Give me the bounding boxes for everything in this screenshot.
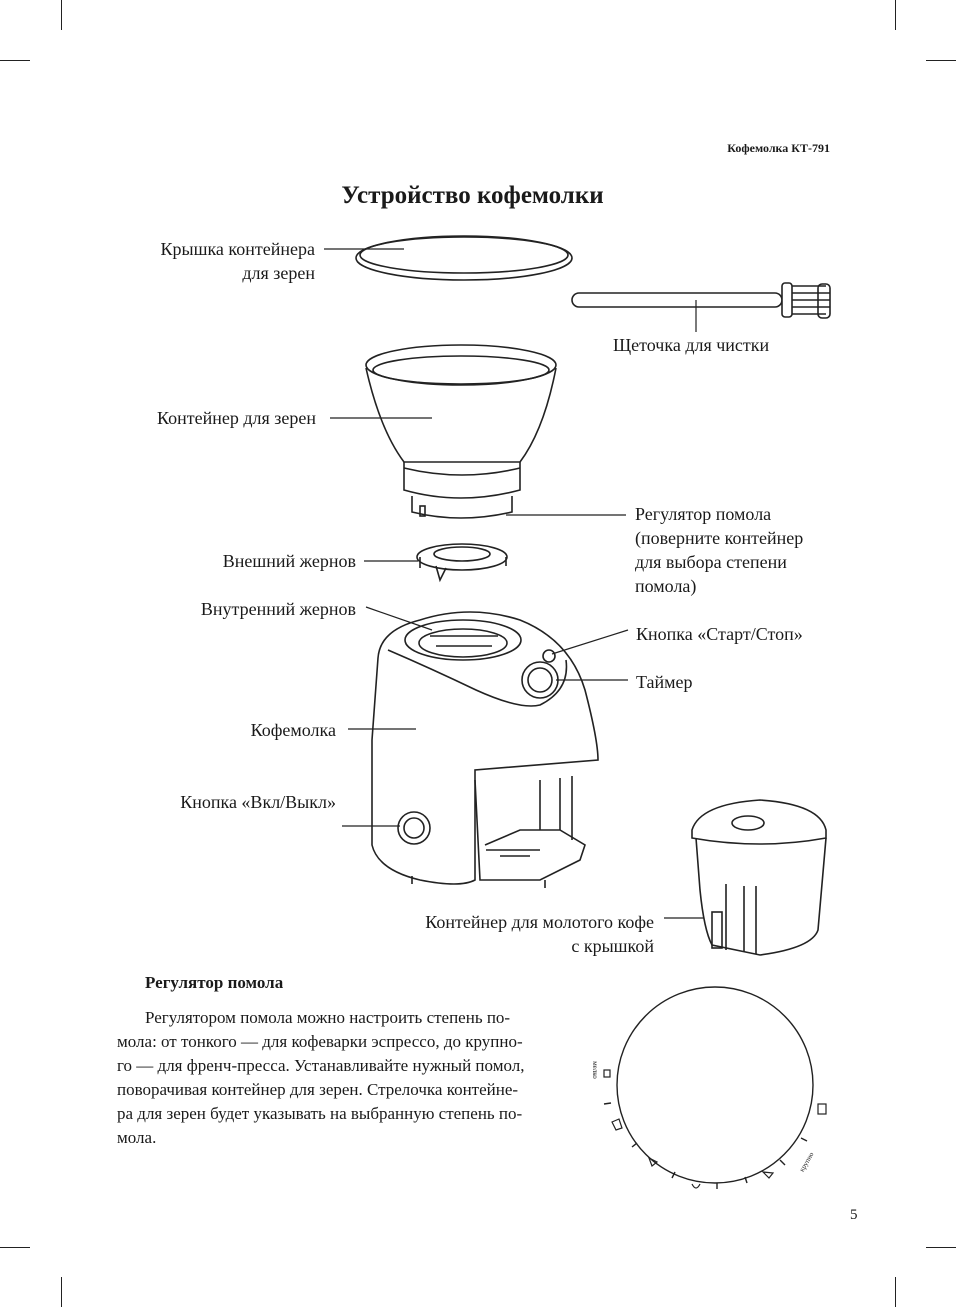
grind-dial-illustration (603, 986, 827, 1189)
label-inner-burr: Внутренний жернов (200, 599, 356, 619)
crop-mark (926, 60, 956, 61)
page-number: 5 (850, 1207, 858, 1223)
lid-illustration (355, 235, 573, 281)
label-lid: Крышка контейнера для зерен (160, 239, 316, 283)
label-bean-container: Контейнер для зерен (157, 408, 316, 428)
section-heading: Регулятор помола (145, 973, 284, 992)
label-grind-regulator: Регулятор помола (поверните контейнер дл… (635, 504, 804, 596)
section-paragraph: Регулятором помола можно настроить степе… (117, 1008, 525, 1147)
ground-container-illustration (691, 799, 827, 956)
leader-lines (324, 248, 704, 919)
crop-mark (0, 1247, 30, 1248)
crop-mark (895, 0, 896, 30)
label-start-stop: Кнопка «Старт/Стоп» (636, 624, 803, 644)
bean-container-illustration (365, 344, 557, 519)
crop-mark (0, 60, 30, 61)
crop-mark (926, 1247, 956, 1248)
label-grinder: Кофемолка (250, 720, 336, 740)
brush-illustration (571, 282, 831, 319)
grinder-body-illustration (371, 611, 599, 888)
label-power-button: Кнопка «Вкл/Выкл» (180, 792, 336, 812)
crop-mark (61, 0, 62, 30)
label-outer-burr: Внешний жернов (222, 551, 356, 571)
dial-fine-label: мелко (590, 1061, 599, 1079)
running-header: Кофемолка КТ-791 (727, 141, 830, 155)
label-brush: Щеточка для чистки (613, 335, 770, 355)
crop-mark (61, 1277, 62, 1307)
label-timer: Таймер (636, 672, 693, 692)
crop-mark (895, 1277, 896, 1307)
outer-burr-illustration (416, 543, 508, 583)
label-ground-container: Контейнер для молотого кофе с крышкой (425, 912, 654, 956)
page-title: Устройство кофемолки (341, 182, 604, 209)
